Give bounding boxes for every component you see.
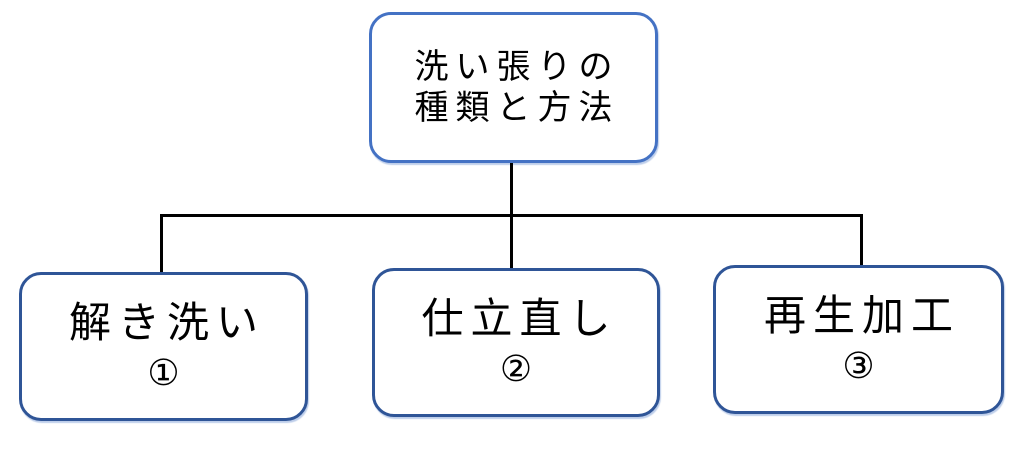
root-node-label-line2: 種類と方法 — [414, 88, 620, 127]
child-node-number-circled-3: ③ — [842, 345, 875, 387]
child-node-saisei-kako: 再生加工 ③ — [713, 265, 1004, 414]
child-node-hodoki-arai: 解き洗い ① — [19, 272, 308, 421]
child-node-shitate-naoshi: 仕立直し ② — [372, 268, 660, 417]
root-node-arai-hari: 洗い張りの 種類と方法 — [369, 12, 658, 163]
child-node-number-circled-2: ② — [499, 348, 533, 390]
connector-drop-middle — [510, 214, 513, 270]
child-node-label: 再生加工 — [763, 292, 960, 340]
connector-root-stub — [510, 163, 513, 216]
connector-drop-left — [160, 214, 163, 274]
connector-drop-right — [860, 214, 863, 268]
child-node-label: 解き洗い — [68, 299, 265, 347]
root-node-label-line1: 洗い張りの — [414, 48, 620, 87]
child-node-label: 仕立直し — [421, 295, 618, 343]
child-node-number-circled-1: ① — [147, 352, 180, 394]
